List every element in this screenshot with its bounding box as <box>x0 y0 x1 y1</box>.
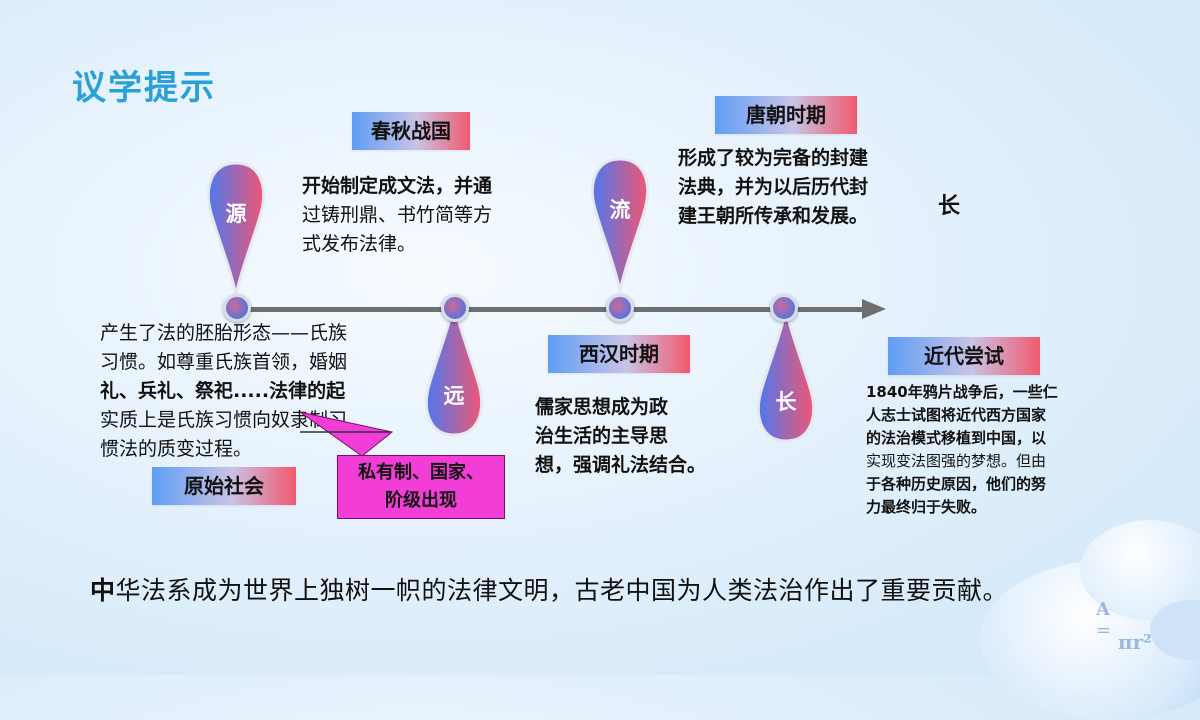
text-line: 开始制定成文法，并通 <box>302 175 493 197</box>
text-line: 产生了法的胚胎形态——氏族 <box>100 322 348 344</box>
floating-char: 长 <box>938 194 961 219</box>
conclusion-text: 中华法系成为世界上独树一帜的法律文明，古老中国为人类法治作出了重要贡献。 <box>90 571 1008 607</box>
text-line: 形成了较为完备的封建 <box>678 147 869 169</box>
text-line: 想，强调礼法结合。 <box>535 454 707 476</box>
text-western-han: 儒家思想成为政 治生活的主导思 想，强调礼法结合。 <box>535 393 706 480</box>
text-line: 治生活的主导思 <box>535 425 669 447</box>
page-title: 议学提示 <box>72 68 216 108</box>
text-line: 法典，并为以后历代封 <box>678 176 869 198</box>
formula-equals: = <box>1096 620 1112 641</box>
text-line: 儒家思想成为政 <box>535 396 669 418</box>
text-line: 1840年鸦片战争后，一些仁 <box>866 383 1058 401</box>
label-spring-autumn: 春秋战国 <box>352 112 470 150</box>
text-line: 习惯。如尊重氏族首领，婚姻 <box>100 351 348 373</box>
text-spring-autumn: 开始制定成文法，并通 过铸刑鼎、书竹简等方 式发布法律。 <box>302 172 492 259</box>
timeline-axis <box>232 307 872 312</box>
timeline-dot-3 <box>606 294 634 322</box>
text-line: 实现变法图强的梦想。但由 <box>866 452 1047 470</box>
drop-flow-char: 流 <box>609 198 631 222</box>
drop-long: 长 <box>756 306 816 446</box>
conclusion-first-char: 中 <box>90 576 116 605</box>
callout-box: 私有制、国家、 阶级出现 <box>337 455 505 519</box>
label-tang: 唐朝时期 <box>715 96 857 134</box>
drop-far: 远 <box>424 300 484 440</box>
text-line: 于各种历史原因，他们的努 <box>866 475 1047 493</box>
text-tang: 形成了较为完备的封建 法典，并为以后历代封 建王朝所传承和发展。 <box>678 144 868 231</box>
timeline-dot-2 <box>441 294 469 322</box>
text-line: 力最终归于失败。 <box>866 498 987 516</box>
text-line: 式发布法律。 <box>302 233 417 255</box>
callout-line: 私有制、国家、 <box>358 462 484 483</box>
callout-pointer <box>299 411 394 457</box>
text-line: 实质上是氏族习惯向奴隶制习 <box>100 409 348 431</box>
timeline-dot-4 <box>770 294 798 322</box>
drop-up-shape <box>424 301 484 437</box>
text-line: 的法治模式移植到中国，以 <box>866 429 1047 447</box>
text-modern: 1840年鸦片战争后，一些仁 人志士试图将近代西方国家 的法治模式移植到中国，以… <box>866 381 1058 519</box>
text-line: 惯法的质变过程。 <box>100 438 253 460</box>
text-line: 礼、兵礼、祭祀.....法律的起 <box>100 380 346 402</box>
callout-line: 阶级出现 <box>385 490 457 511</box>
formula-a: A <box>1096 599 1110 620</box>
drop-far-char: 远 <box>443 384 465 408</box>
text-primitive: 产生了法的胚胎形态——氏族 习惯。如尊重氏族首领，婚姻 礼、兵礼、祭祀.....… <box>100 319 347 464</box>
drop-up-shape <box>756 307 816 443</box>
timeline-dot-1 <box>223 294 251 322</box>
drop-long-char: 长 <box>775 390 797 414</box>
text-line: 人志士试图将近代西方国家 <box>866 406 1047 424</box>
label-western-han: 西汉时期 <box>548 335 690 373</box>
text-line: 过铸刑鼎、书竹简等方 <box>302 204 493 226</box>
conclusion-rest: 华法系成为世界上独树一帜的法律文明，古老中国为人类法治作出了重要贡献。 <box>115 576 1009 605</box>
label-primitive: 原始社会 <box>152 467 296 505</box>
drop-source-char: 源 <box>225 202 247 226</box>
formula-pir2: πr² <box>1118 630 1152 654</box>
drop-flow: 流 <box>590 154 650 294</box>
text-line: 建王朝所传承和发展。 <box>678 205 869 227</box>
label-modern: 近代尝试 <box>888 337 1040 375</box>
timeline-arrow-icon <box>862 299 886 319</box>
drop-down-shape <box>590 157 650 293</box>
